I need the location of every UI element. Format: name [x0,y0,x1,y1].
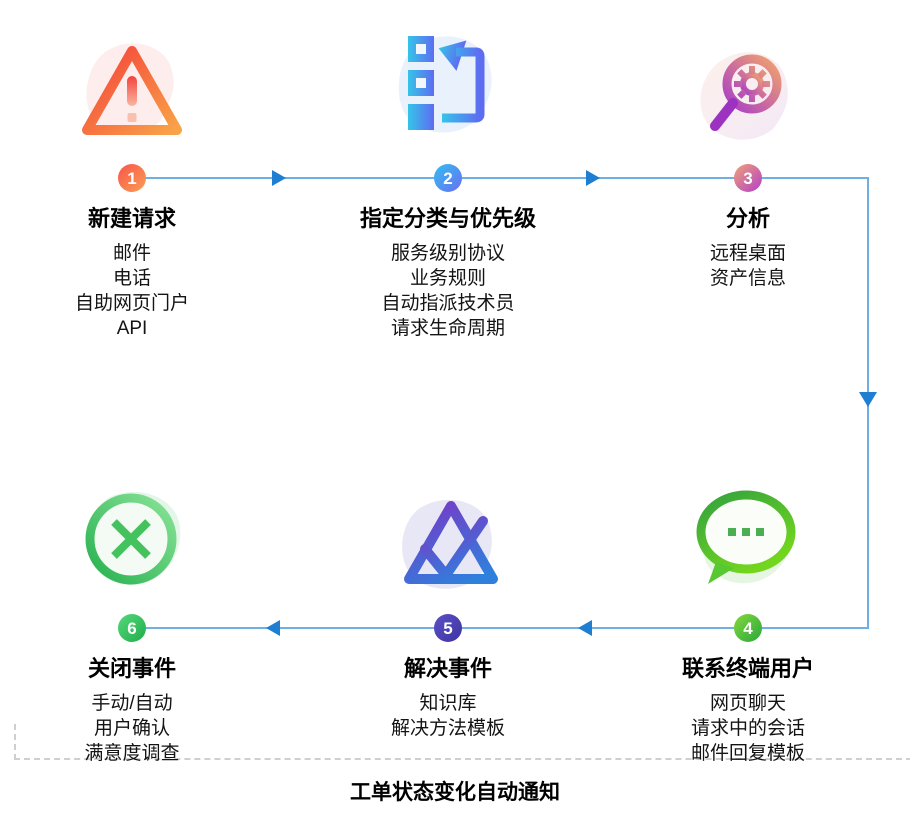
step-item: 业务规则 [409,268,486,289]
step-item: 资产信息 [709,268,786,289]
step-number-badge: 1 [118,164,146,192]
step-title: 新建请求 [87,206,176,231]
alert-triangle-icon [72,33,192,153]
step-item: API [116,318,148,339]
step-title: 联系终端用户 [681,656,814,681]
step-item: 知识库 [419,693,477,714]
arrow-left-icon [266,620,280,636]
step-item: 自助网页门户 [74,293,189,314]
step-item: 用户确认 [93,718,170,739]
step-item: 自动指派技术员 [381,293,515,314]
step-number-badge: 2 [434,164,462,192]
chat-bubble-icon [686,480,806,600]
arrow-right-icon [272,170,286,186]
step-2-text: 指定分类与优先级 服务级别协议 业务规则 自动指派技术员 请求生命周期 [328,201,568,341]
step-title: 解决事件 [403,656,492,681]
step-item: 解决方法模板 [390,718,505,739]
arrow-down-icon [859,392,877,407]
magnifier-gear-icon [688,36,808,156]
step-number-badge: 4 [734,614,762,642]
step-item: 手动/自动 [91,693,173,714]
step-item: 远程桌面 [709,243,786,264]
step-number-badge: 3 [734,164,762,192]
step-6-text: 关闭事件 手动/自动 用户确认 满意度调查 [22,651,242,766]
step-item: 请求中的会话 [690,718,805,739]
step-item: 邮件回复模板 [690,743,805,764]
step-item: 邮件 [112,243,151,264]
arrow-right-icon [586,170,600,186]
step-title: 分析 [725,206,770,231]
step-item: 网页聊天 [709,693,786,714]
step-title: 关闭事件 [87,656,176,681]
step-3-text: 分析 远程桌面 资产信息 [648,201,848,291]
step-item: 电话 [112,268,151,289]
footer-caption: 工单状态变化自动通知 [350,781,560,804]
close-circle-icon [74,482,194,602]
step-number-badge: 6 [118,614,146,642]
step-5-text: 解决事件 知识库 解决方法模板 [348,651,548,741]
arrow-left-icon [578,620,592,636]
step-1-text: 新建请求 邮件 电话 自助网页门户 API [22,201,242,341]
triangle-check-icon [390,486,510,606]
step-item: 满意度调查 [84,743,180,764]
step-4-text: 联系终端用户 网页聊天 请求中的会话 邮件回复模板 [638,651,858,766]
step-number-badge: 5 [434,614,462,642]
priority-list-icon [388,26,508,146]
step-title: 指定分类与优先级 [359,206,536,231]
notification-scope-dashed-line [14,724,910,760]
step-item: 服务级别协议 [390,243,505,264]
step-item: 请求生命周期 [390,318,505,339]
